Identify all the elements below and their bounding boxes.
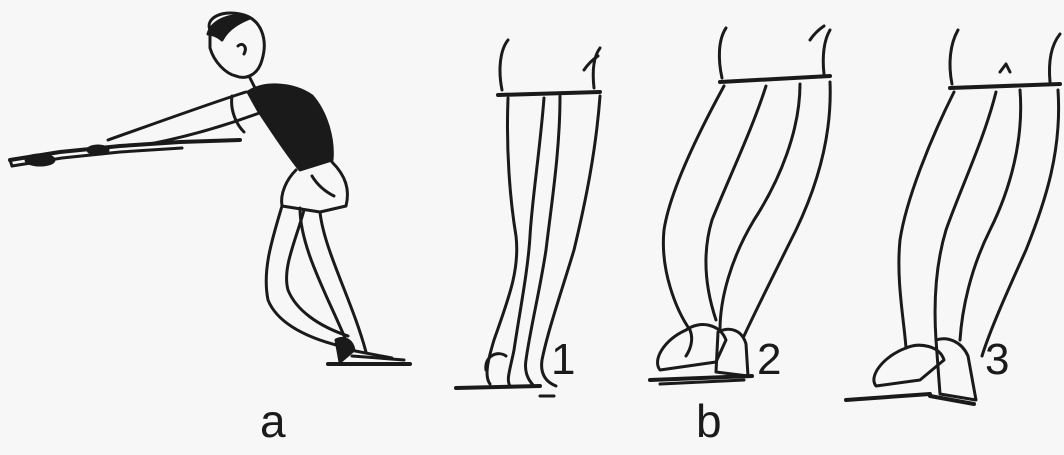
step-label-2: 2 [757, 338, 781, 382]
panel-label-b: b [696, 398, 722, 444]
figure-a-athlete-icon [10, 13, 410, 364]
step-label-1: 1 [551, 338, 575, 382]
figure-b1-legs-icon [456, 40, 600, 396]
panel-label-a: a [260, 398, 286, 444]
step-label-3: 3 [985, 338, 1009, 382]
figure-b3-legs-icon [846, 30, 1060, 404]
figure-b2-legs-icon [650, 26, 830, 384]
